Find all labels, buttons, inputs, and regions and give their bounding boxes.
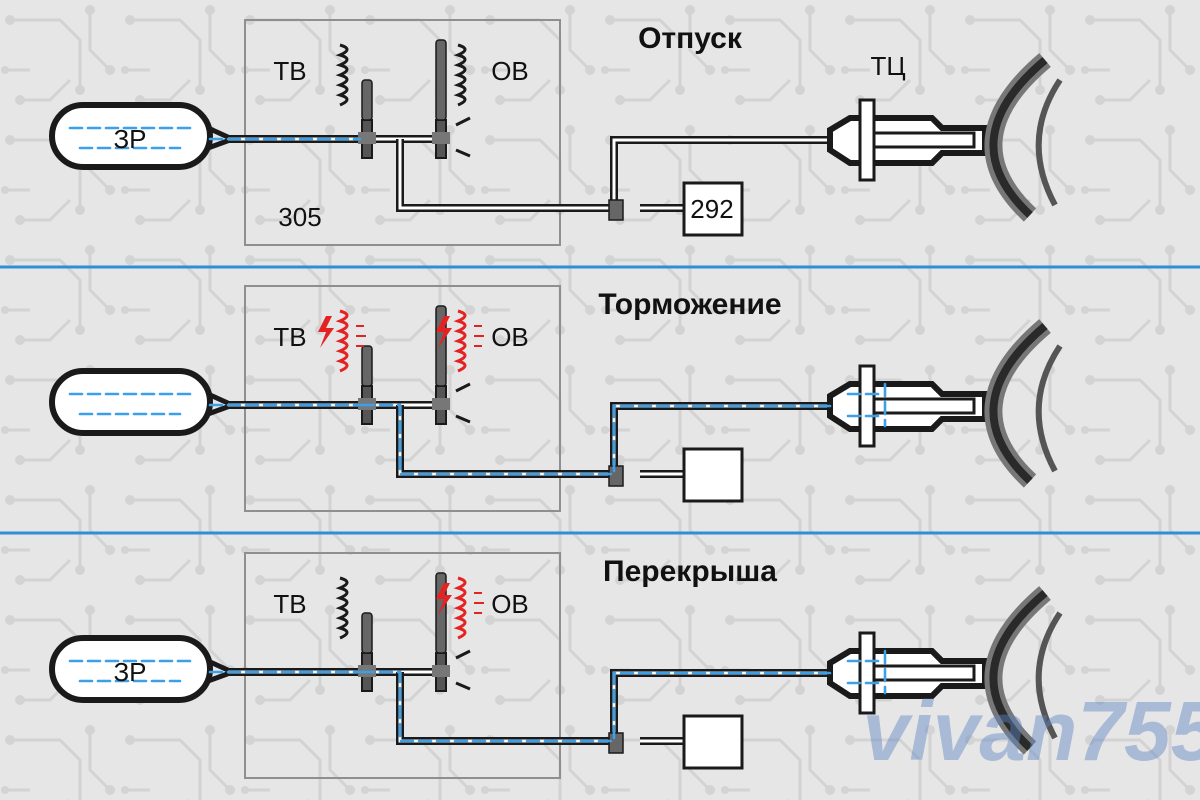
piston bbox=[858, 364, 876, 448]
air-in-cylinder bbox=[846, 649, 887, 695]
cylinder-label: ТЦ bbox=[870, 51, 905, 81]
wheel-rim-edge bbox=[989, 322, 1048, 484]
ov-label: ОВ bbox=[491, 589, 529, 619]
relay-292 bbox=[682, 181, 744, 237]
exhaust-port bbox=[455, 382, 471, 424]
tv-coil bbox=[335, 43, 349, 107]
relay-292 bbox=[682, 447, 744, 503]
tv-coil bbox=[335, 309, 349, 373]
panel-2: ТВ ОВ Торможение bbox=[49, 285, 1063, 512]
reservoir-label: ЗР bbox=[113, 124, 146, 154]
ov-valve-body bbox=[432, 132, 450, 144]
ov-coil-rays bbox=[474, 325, 484, 347]
reservoir-neck bbox=[206, 658, 232, 684]
reservoir-neck bbox=[206, 125, 232, 151]
tv-plunger bbox=[361, 345, 373, 387]
tv-coil-rays bbox=[356, 325, 366, 347]
tv-valve-body bbox=[358, 132, 376, 144]
panel-title: Отпуск bbox=[638, 22, 743, 55]
pipe-lower-bore bbox=[398, 139, 614, 210]
reservoir-neck bbox=[206, 391, 232, 417]
piston bbox=[858, 98, 876, 182]
panel-3: ТВ ОВ ЗР Перекрыша bbox=[49, 552, 1063, 779]
reservoir-label: ЗР bbox=[113, 657, 146, 687]
wheel-inner bbox=[1035, 344, 1063, 473]
wheel-rim-edge bbox=[989, 589, 1048, 751]
piston-rod bbox=[872, 131, 976, 149]
ov-coil bbox=[453, 43, 467, 107]
wheel-inner bbox=[1035, 611, 1063, 740]
valve-305-box bbox=[244, 285, 561, 512]
shuttle-valve bbox=[608, 465, 624, 487]
valve-305-box bbox=[244, 19, 561, 246]
shuttle-valve bbox=[608, 199, 624, 221]
ov-coil bbox=[453, 309, 467, 373]
air-in-cylinder bbox=[846, 382, 887, 428]
tv-label: ТВ bbox=[273, 56, 306, 86]
ov-label: ОВ bbox=[491, 56, 529, 86]
panel-1: ТВ ОВ ЗР 305 292 ТЦ Отпуск bbox=[49, 19, 1063, 246]
ov-valve-body bbox=[432, 398, 450, 410]
ov-plunger bbox=[435, 39, 447, 121]
air-reservoir bbox=[68, 126, 362, 150]
ov-coil-rays bbox=[474, 592, 484, 614]
air-to-cylinder bbox=[360, 670, 832, 743]
ov-label: ОВ bbox=[491, 322, 529, 352]
relay-292 bbox=[682, 714, 744, 770]
wheel-rim-edge bbox=[989, 56, 1048, 218]
exhaust-port bbox=[455, 116, 471, 158]
valve-305-box bbox=[244, 552, 561, 779]
tv-coil bbox=[335, 576, 349, 640]
panel-title: Перекрыша bbox=[603, 555, 777, 588]
piston-rod bbox=[872, 397, 976, 415]
air-reservoir bbox=[68, 659, 362, 683]
exhaust-port bbox=[455, 649, 471, 691]
piston-rod bbox=[872, 664, 976, 682]
pipe-to-cylinder-bore bbox=[612, 138, 830, 208]
tv-plunger bbox=[361, 79, 373, 121]
watermark: vivan755 bbox=[863, 684, 1200, 778]
relay-292-label: 292 bbox=[690, 194, 733, 224]
tv-label: ТВ bbox=[273, 322, 306, 352]
reservoir bbox=[49, 635, 213, 703]
ov-coil bbox=[453, 576, 467, 640]
wheel-inner bbox=[1035, 78, 1063, 207]
air-reservoir bbox=[68, 392, 362, 416]
tv-plunger bbox=[361, 612, 373, 654]
tv-label: ТВ bbox=[273, 589, 306, 619]
ov-valve-body bbox=[432, 665, 450, 677]
reservoir bbox=[49, 368, 213, 436]
reservoir bbox=[49, 102, 213, 170]
air-to-cylinder bbox=[360, 403, 832, 476]
panel-title: Торможение bbox=[598, 288, 781, 321]
ov-coil-bolt bbox=[436, 316, 452, 348]
valve-305-label: 305 bbox=[278, 202, 321, 232]
tv-coil-bolt bbox=[318, 316, 334, 348]
ov-coil-bolt bbox=[436, 583, 452, 615]
shuttle-valve bbox=[608, 732, 624, 754]
